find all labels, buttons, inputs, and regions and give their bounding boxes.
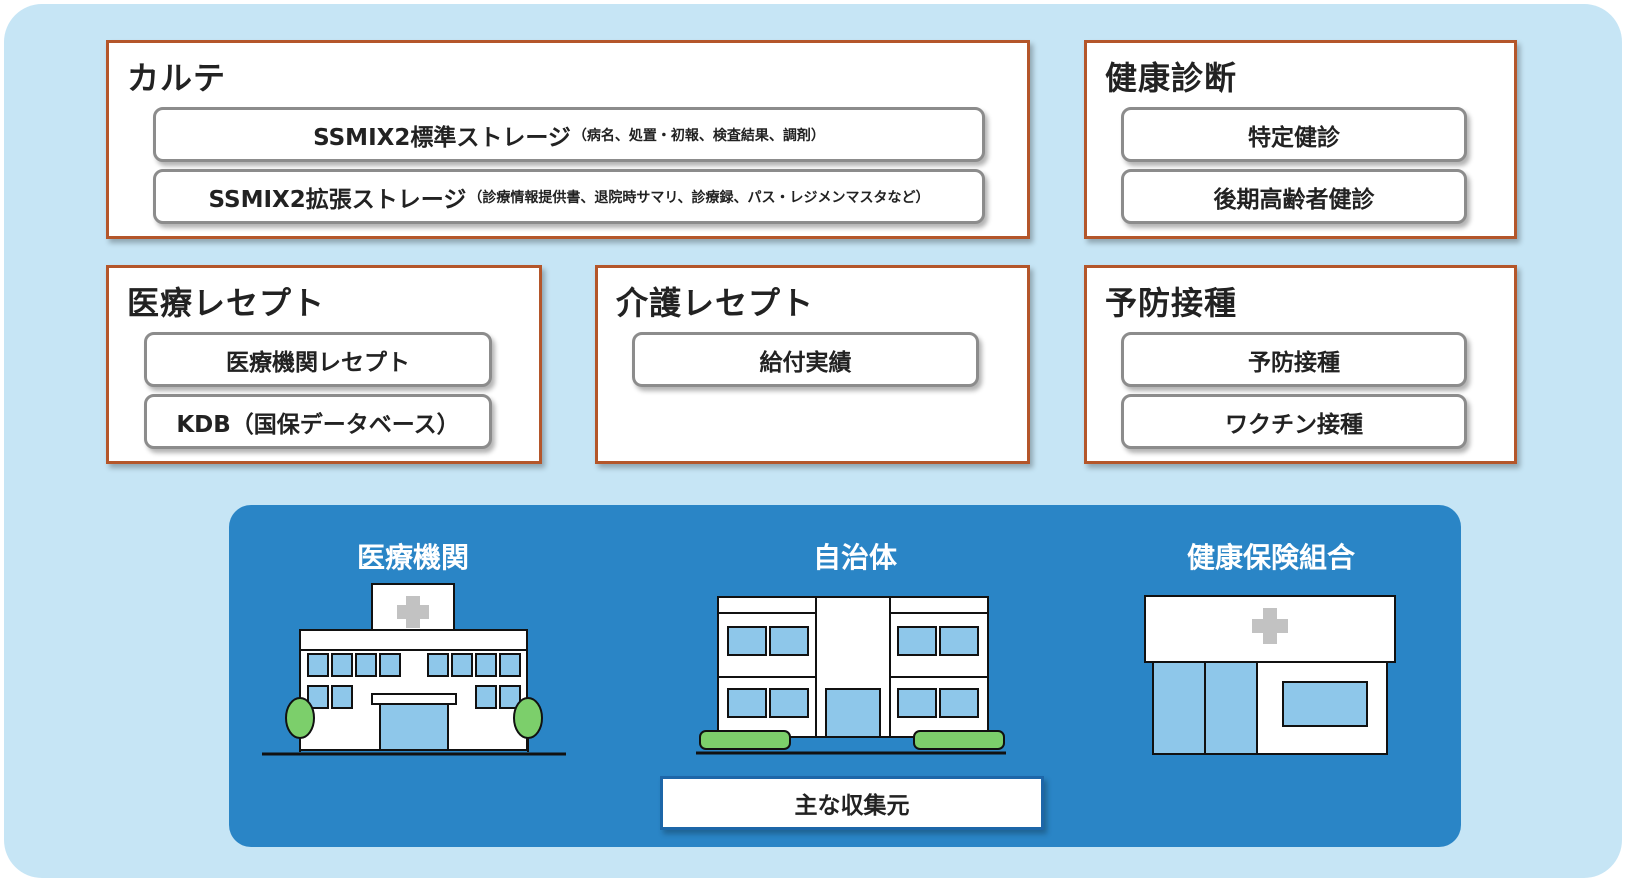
iryo-kikan-receipt-item: 医療機関レセプト [144,332,492,387]
ssmix2-standard-note: （病名、処置・初報、検査結果、調剤） [572,127,825,144]
hospital-icon [262,583,566,756]
yobo-sesshu-box: 予防接種 予防接種 ワクチン接種 [1084,265,1517,464]
ssmix2-extended-storage: SSMIX2拡張ストレージ（診療情報提供書、退院時サマリ、診療録、パス・レジメン… [153,169,985,224]
ssmix2-extended-note: （診療情報提供書、退院時サマリ、診療録、パス・レジメンマスタなど） [468,189,930,206]
municipal-office-icon [696,596,1006,755]
kenko-shindan-box: 健康診断 特定健診 後期高齢者健診 [1084,40,1517,239]
karte-box: カルテ SSMIX2標準ストレージ（病名、処置・初報、検査結果、調剤） SSMI… [106,40,1030,239]
yobo-sesshu-title: 予防接種 [1105,284,1238,322]
vaccine-sesshu-item: ワクチン接種 [1121,394,1467,449]
tokutei-kenshin-item: 特定健診 [1121,107,1467,162]
iryo-receipt-box: 医療レセプト 医療機関レセプト KDB（国保データベース） [106,265,542,464]
hospital-label: 医療機関 [356,541,470,574]
kaigo-receipt-box: 介護レセプト 給付実績 [595,265,1030,464]
yobo-sesshu-item: 予防接種 [1121,332,1467,387]
main-sources-caption: 主な収集元 [660,776,1044,830]
karte-title: カルテ [127,59,227,97]
ssmix2-standard-storage: SSMIX2標準ストレージ（病名、処置・初報、検査結果、調剤） [153,107,985,162]
insurer-label: 健康保険組合 [1186,541,1356,574]
kenko-shindan-title: 健康診断 [1105,59,1238,97]
kaigo-receipt-title: 介護レセプト [616,284,815,322]
kdb-item: KDB（国保データベース） [144,394,492,449]
koki-koreisha-kenshin-item: 後期高齢者健診 [1121,169,1467,224]
ssmix2-standard-label: SSMIX2標準ストレージ [313,124,571,151]
municipality-label: 自治体 [812,541,898,574]
clinic-icon [1144,595,1396,755]
iryo-receipt-title: 医療レセプト [127,284,326,322]
ssmix2-extended-label: SSMIX2拡張ストレージ [208,186,467,213]
kyufu-jisseki-item: 給付実績 [632,332,979,387]
